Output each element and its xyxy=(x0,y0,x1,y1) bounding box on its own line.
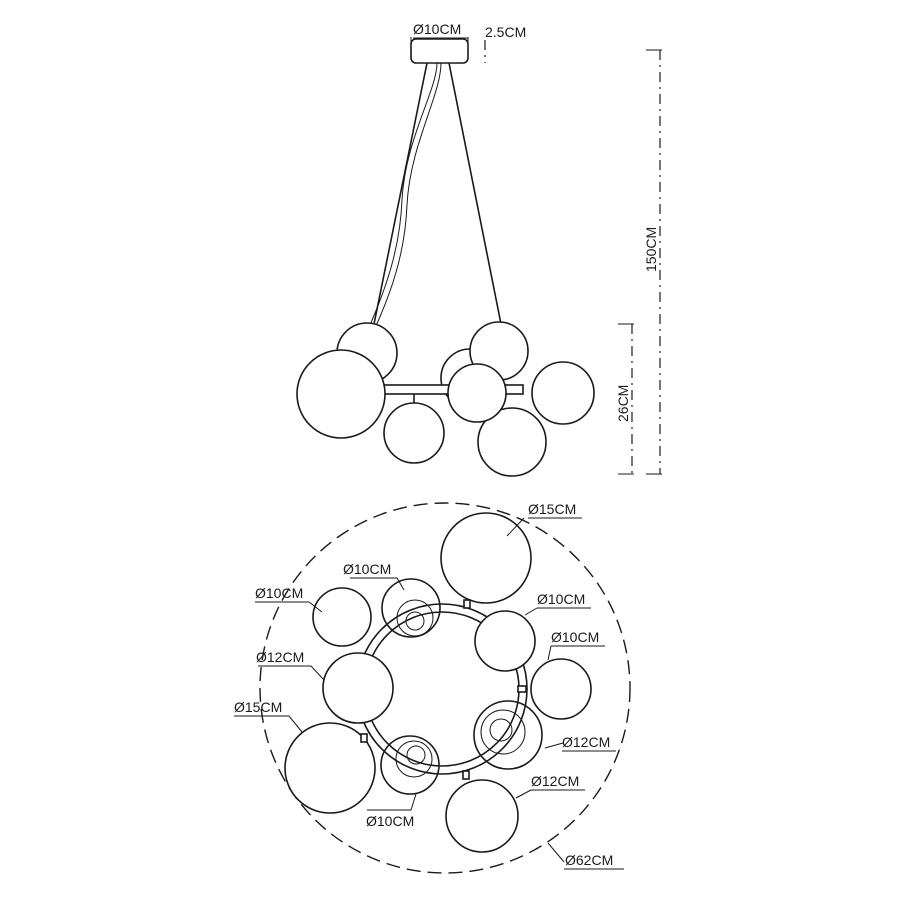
cup-right-inner xyxy=(480,709,526,755)
side-globe xyxy=(447,363,507,423)
overall-diameter-label: Ø62CM xyxy=(565,852,613,868)
globe-left-mid xyxy=(322,652,394,724)
side-globe xyxy=(383,402,445,464)
suspension-wire-right xyxy=(448,62,503,330)
right-outer-globe-diameter-label: Ø10CM xyxy=(551,629,599,645)
side-globe xyxy=(531,361,595,425)
upper-left-globe-diameter-label: Ø10CM xyxy=(255,585,303,601)
cup-bottom-core xyxy=(406,745,426,765)
globe-bottom xyxy=(445,779,519,853)
overall-outline xyxy=(259,502,631,874)
total-height-label: 150CM xyxy=(643,227,659,272)
side-globe-large xyxy=(296,349,386,439)
upper-cup-diameter-label: Ø10CM xyxy=(343,561,391,577)
globe-right-inner xyxy=(474,610,536,672)
right-inner-globe-diameter-label: Ø10CM xyxy=(537,591,585,607)
cup-upper xyxy=(381,578,441,638)
right-cup-diameter-label: Ø12CM xyxy=(562,734,610,750)
canopy xyxy=(410,38,469,64)
fixture-height-label: 26CM xyxy=(615,385,631,422)
globe-top xyxy=(440,512,532,604)
globe-upper-left xyxy=(312,587,372,647)
bottom-cup-diameter-label: Ø10CM xyxy=(366,813,414,829)
top-globe-diameter-label: Ø15CM xyxy=(528,501,576,517)
top-view: Ø15CM Ø10CM Ø10CM Ø10CM Ø10CM Ø12CM Ø15C… xyxy=(234,501,631,874)
cup-right xyxy=(473,700,543,770)
cup-right-core xyxy=(489,718,513,742)
canopy-height-label: 2.5CM xyxy=(485,24,526,40)
suspension-wire-left xyxy=(373,62,428,325)
globe-right-outer xyxy=(530,658,592,720)
power-cable xyxy=(369,62,438,326)
left-mid-globe-diameter-label: Ø12CM xyxy=(256,649,304,665)
canopy-diameter-label: Ø10CM xyxy=(413,21,461,37)
cup-bottom-inner xyxy=(395,740,433,778)
cup-upper-inner xyxy=(396,599,434,637)
globe-left-large xyxy=(284,722,376,814)
side-globe xyxy=(477,407,547,477)
bottom-globe-diameter-label: Ø12CM xyxy=(531,773,579,789)
power-cable-2 xyxy=(374,62,442,329)
left-large-globe-diameter-label: Ø15CM xyxy=(234,699,282,715)
side-view: Ø10CM 2.5CM 150CM 26CM xyxy=(296,21,662,477)
